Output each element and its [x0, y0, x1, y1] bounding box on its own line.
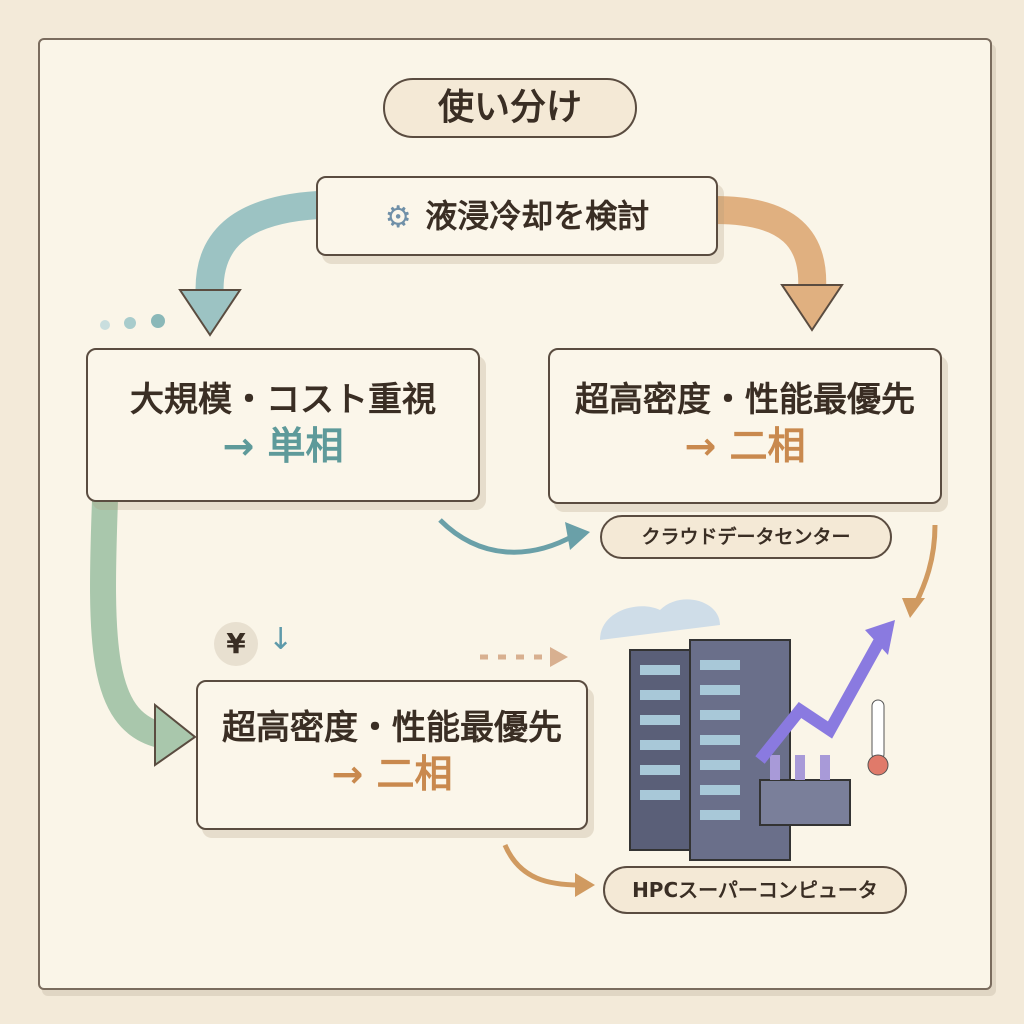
left-box-result: → 単相 [222, 424, 344, 468]
arrow-to-cloud [438, 518, 577, 555]
right-box-result: → 二相 [684, 424, 806, 468]
title-badge: 使い分け [383, 78, 637, 138]
server-illustration [600, 599, 895, 861]
arrow-to-hpc [502, 843, 581, 888]
lower-box-condition: 超高密度・性能最優先 [222, 708, 562, 748]
hpc-label: HPCスーパーコンピュータ [603, 866, 907, 914]
yen-icon: ¥ [214, 622, 258, 666]
arrow-head-lower [154, 702, 197, 767]
yen-symbol: ¥ [226, 627, 246, 660]
start-node: ⚙ 液浸冷却を検討 [316, 176, 718, 256]
arrow-head-right [780, 284, 844, 332]
down-arrow-icon: ↓ [268, 622, 294, 657]
arrow-to-lower-box [90, 499, 164, 748]
start-node-label: 液浸冷却を検討 [425, 197, 650, 235]
right-box-condition: 超高密度・性能最優先 [575, 380, 915, 420]
arrow-to-left-box [195, 191, 332, 314]
right-decision-box: 超高密度・性能最優先 → 二相 [548, 348, 942, 504]
left-decision-box: 大規模・コスト重視 → 単相 [86, 348, 480, 502]
brain-gear-icon: ⚙ [384, 200, 412, 235]
arrow-to-right-box [701, 196, 827, 304]
hpc-text: HPCスーパーコンピュータ [632, 878, 878, 902]
cloud-datacenter-label: クラウドデータセンター [600, 515, 892, 559]
lower-box-result: → 二相 [331, 752, 453, 796]
arrow-head-left [178, 289, 242, 337]
arrow-to-server [912, 524, 938, 607]
left-box-condition: 大規模・コスト重視 [130, 380, 436, 420]
cloud-datacenter-text: クラウドデータセンター [641, 526, 851, 548]
lower-decision-box: 超高密度・性能最優先 → 二相 [196, 680, 588, 830]
title-text: 使い分け [437, 87, 582, 128]
